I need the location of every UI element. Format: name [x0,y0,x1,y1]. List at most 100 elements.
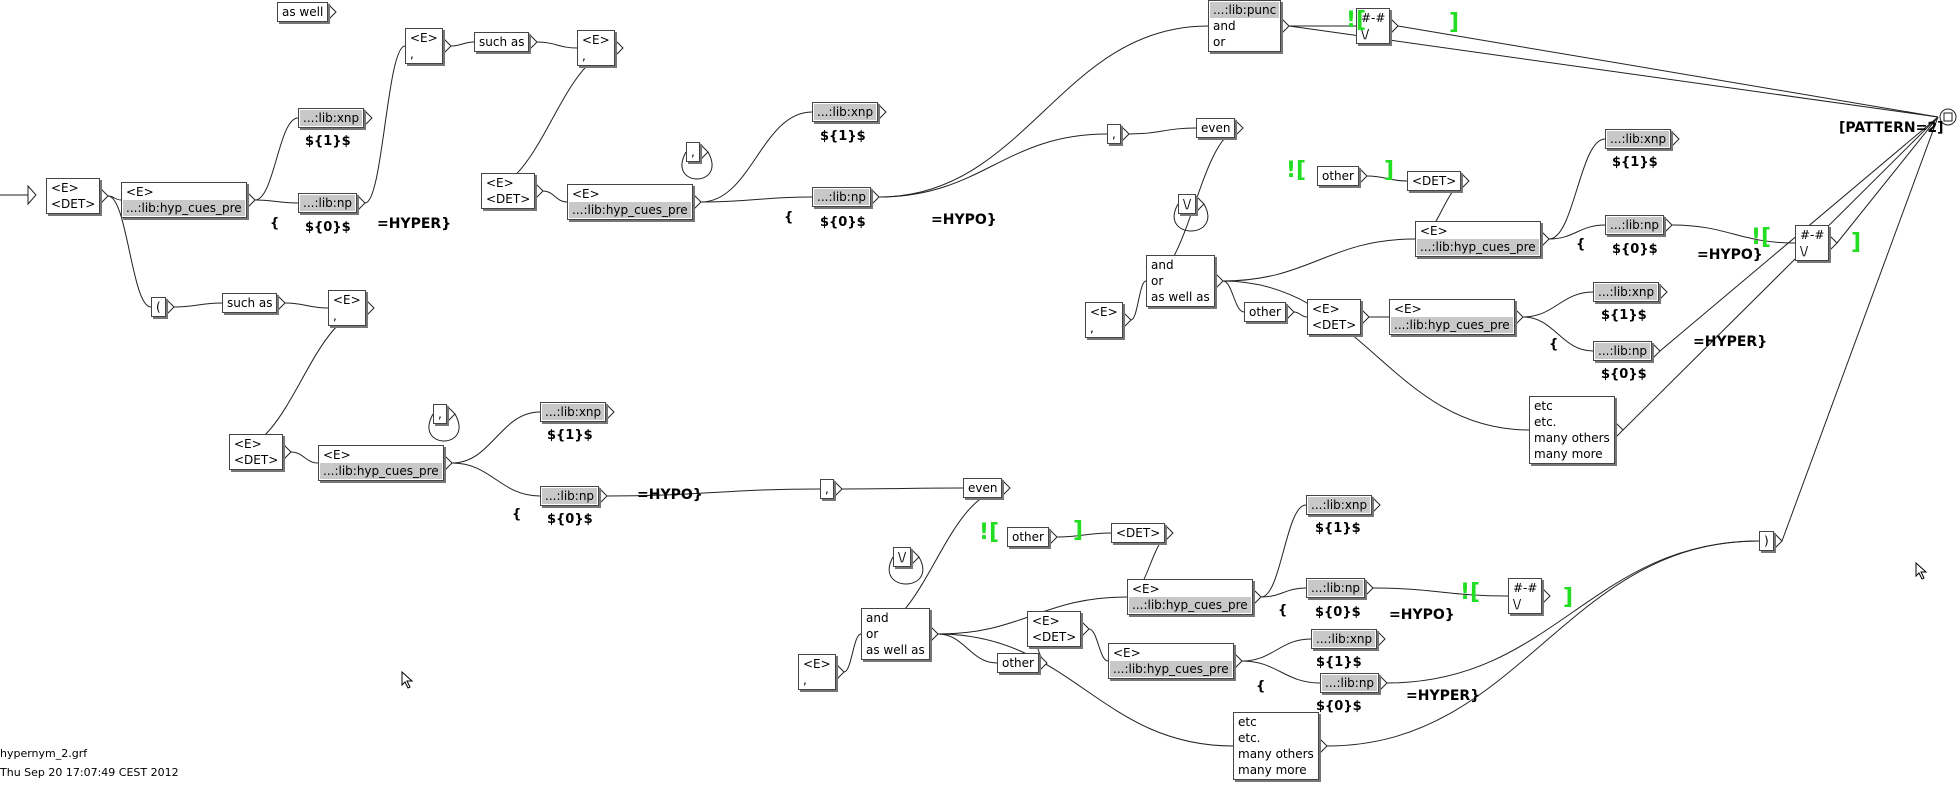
transition-edge [606,488,821,497]
box-line: \/ [898,550,907,564]
box-line: \/ [1513,597,1522,611]
context-close-mark: ] [1384,158,1395,183]
box-det-1[interactable]: <DET> [1407,171,1462,191]
transition-edge [107,195,152,308]
context-open-mark: ![ [979,520,1000,545]
box-lib-xnp-5[interactable]: ...:lib:xnp [540,402,607,422]
box-output-arrow [443,453,453,473]
transition-edge [1671,224,1796,244]
box-e-det-2[interactable]: <E><DET> [481,173,536,209]
box-line: as well [282,5,324,19]
box-line: ...:lib:xnp [300,110,363,126]
box-lib-xnp-3[interactable]: ...:lib:xnp [1605,129,1672,149]
box-hash-hash-1[interactable]: #-#\/ [1356,8,1391,44]
box-close-paren[interactable]: ) [1759,531,1774,551]
box-e-det-start[interactable]: <E><DET> [46,178,101,214]
box-other-3[interactable]: other [1007,527,1049,547]
box-hyp-cues-pre-5[interactable]: <E>...:lib:hyp_cues_pre [318,445,444,481]
box-other-2[interactable]: other [1244,302,1286,322]
transition-edge [173,302,223,308]
box-lib-np-1[interactable]: ...:lib:np [298,193,358,213]
box-output-arrow [1233,651,1243,671]
box-such-as-2[interactable]: such as [222,293,278,313]
box-lib-np-6[interactable]: ...:lib:np [1306,578,1366,598]
box-lib-xnp-2[interactable]: ...:lib:xnp [812,102,879,122]
box-other-4[interactable]: other [997,653,1039,673]
box-e-comma-2[interactable]: <E>, [577,30,615,66]
final-state [1939,108,1957,126]
box-hyp-cues-pre-7[interactable]: <E>...:lib:hyp_cues_pre [1108,643,1234,679]
box-line: ) [1764,534,1769,548]
box-hyp-cues-pre-3[interactable]: <E>...:lib:hyp_cues_pre [1415,221,1541,257]
box-output-arrow [1038,653,1048,673]
box-e-comma-5[interactable]: <E>, [798,654,836,690]
transition-edge [1548,138,1606,240]
box-lib-xnp-4[interactable]: ...:lib:xnp [1593,282,1660,302]
hyper-output-label: =HYPER} [1693,334,1768,350]
box-line: , [1112,127,1116,141]
transition-edge [1522,291,1594,318]
box-output-arrow [833,479,843,499]
box-as-well[interactable]: as well [277,2,329,22]
box-lib-np-4[interactable]: ...:lib:np [1593,341,1653,361]
box-even-1[interactable]: even [1196,118,1236,138]
box-comma-top[interactable]: , [1107,124,1121,144]
context-open-mark: ![ [1460,580,1481,605]
box-lib-xnp-7[interactable]: ...:lib:xnp [1311,629,1378,649]
box-hyp-cues-pre-2[interactable]: <E>...:lib:hyp_cues_pre [567,184,693,220]
box-such-as-1[interactable]: such as [474,32,530,52]
box-slash-1[interactable]: \/ [1178,194,1197,214]
box-line: ...:lib:xnp [1595,284,1658,300]
box-e-comma-1[interactable]: <E>, [405,28,443,64]
transition-edge [254,199,299,204]
transition-edge [843,633,862,673]
transition-edge [480,47,624,192]
box-line: #-# [1361,11,1386,25]
box-comma-bottom[interactable]: , [820,479,834,499]
box-lib-np-2[interactable]: ...:lib:np [812,187,872,207]
box-hyp-cues-pre-6[interactable]: <E>...:lib:hyp_cues_pre [1127,579,1253,615]
box-e-det-3[interactable]: <E><DET> [1307,299,1362,335]
transition-edge [1260,504,1307,598]
box-output-arrow [356,193,366,213]
mouse-pointer-icon [1915,562,1928,580]
box-output-arrow [1371,495,1381,515]
box-other-1[interactable]: other [1317,166,1359,186]
box-output-arrow [910,547,920,567]
box-even-2[interactable]: even [963,478,1003,498]
box-det-2[interactable]: <DET> [1111,523,1166,543]
box-e-det-5[interactable]: <E><DET> [1027,611,1082,647]
box-output-arrow [1540,229,1550,249]
box-hyp-cues-pre-1[interactable]: <E>...:lib:hyp_cues_pre [121,182,247,218]
box-hash-hash-3[interactable]: #-#\/ [1508,578,1543,614]
box-lib-np-5[interactable]: ...:lib:np [540,486,600,506]
variable-label: ${1}$ [1612,155,1658,170]
transition-edge [284,302,329,309]
box-e-comma-3[interactable]: <E>, [328,290,366,326]
box-lib-np-7[interactable]: ...:lib:np [1320,673,1380,693]
box-line: <DET> [486,192,531,206]
box-comma-loop-2[interactable]: , [433,404,447,424]
box-lib-xnp-1[interactable]: ...:lib:xnp [298,108,365,128]
box-line: etc. [1238,731,1261,745]
transition-edge [290,451,319,464]
box-lib-np-3[interactable]: ...:lib:np [1605,215,1665,235]
box-comma-loop-1[interactable]: , [686,142,700,162]
box-e-comma-4[interactable]: <E>, [1085,302,1123,338]
box-line: and [866,611,889,625]
box-slash-2[interactable]: \/ [893,547,912,567]
box-hyp-cues-pre-4[interactable]: <E>...:lib:hyp_cues_pre [1389,299,1515,335]
transition-edge [542,190,568,203]
transition-edge [1241,660,1321,684]
box-line: ...:lib:np [1595,343,1651,359]
box-paren-open[interactable]: ( [151,297,166,317]
box-line: such as [479,35,525,49]
box-lib-xnp-6[interactable]: ...:lib:xnp [1306,495,1373,515]
box-hash-hash-2[interactable]: #-#\/ [1795,225,1830,261]
box-e-det-4[interactable]: <E><DET> [229,434,284,470]
